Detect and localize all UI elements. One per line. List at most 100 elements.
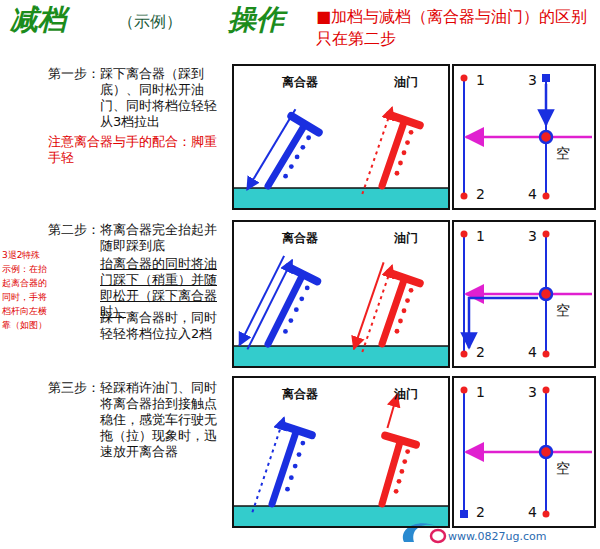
logo-mark	[431, 530, 445, 542]
gear-dot	[543, 511, 550, 518]
pedal-arm	[268, 276, 302, 344]
side-note: 3退2特殊示例：在抬起离合器的同时，手将档杆向左横靠（如图）	[2, 248, 48, 332]
gate-arrow	[466, 136, 592, 139]
pedal-label: 离合器	[282, 74, 318, 90]
gear-number: 4	[528, 344, 537, 360]
gate-slot	[463, 390, 465, 514]
motion-arrow	[354, 262, 384, 349]
neutral-point	[540, 446, 552, 458]
headline-note: ■加档与减档（离合器与油门）的区别只在第二步	[316, 6, 596, 50]
pedal-pad	[281, 425, 311, 435]
pedal-label: 油门	[394, 74, 418, 90]
motion-dot	[289, 164, 294, 169]
motion-dot	[285, 487, 290, 492]
motion-dot	[402, 150, 407, 155]
motion-dot	[405, 449, 410, 454]
shift-arrow	[469, 298, 538, 348]
pedal-panel: 离合器 油门	[232, 64, 450, 210]
pedal-pad	[390, 273, 420, 283]
motion-dot	[300, 145, 305, 150]
gear-dot	[461, 231, 468, 238]
pedal-pad	[289, 267, 318, 281]
motion-dot	[305, 286, 310, 291]
step-text: 第三步：轻踩稍许油门、同时将离合器抬到接触点稳住，感觉车行驶无拖（拉）现象时，迅…	[48, 380, 228, 460]
warning-note: 注意离合器与手的配合：脚重手轻	[48, 134, 228, 166]
gear-number: 3	[528, 228, 537, 244]
gear-panel: 1 3 2 4 空	[452, 220, 596, 368]
pedal-arm	[382, 122, 404, 186]
neutral-label: 空	[556, 460, 570, 476]
gear-number: 1	[476, 228, 485, 244]
pedal-arm	[272, 432, 296, 504]
lever-mark	[460, 510, 468, 518]
step-text: 第一步：踩下离合器（踩到底）、同时松开油门、同时将档位轻轻从3档拉出	[48, 66, 228, 130]
pedal-panel: 离合器 油门	[232, 376, 450, 528]
title-note: （示例）	[118, 12, 218, 32]
gear-number: 2	[476, 186, 485, 202]
motion-dot	[299, 296, 304, 301]
motion-dot	[397, 479, 402, 484]
gear-dot	[461, 75, 468, 82]
pedal-pad	[291, 116, 318, 132]
motion-dot	[283, 329, 288, 334]
gear-dot	[461, 193, 468, 200]
gear-number: 4	[528, 504, 537, 520]
step-text: 踩下离合器时，同时轻轻将档位拉入2档	[100, 310, 228, 342]
motion-dot	[289, 475, 294, 480]
gate-slot	[463, 78, 465, 196]
gear-dot	[543, 193, 550, 200]
motion-dot	[300, 441, 305, 446]
title-word: 操作	[228, 2, 308, 37]
neutral-point	[540, 288, 552, 300]
motion-dot	[283, 174, 288, 179]
gear-number: 1	[476, 72, 485, 88]
step-text: 第二步：将离合器完全抬起并随即踩到底	[48, 222, 228, 254]
floor-band	[234, 506, 448, 526]
gear-number: 2	[476, 504, 485, 520]
gear-number: 3	[528, 384, 537, 400]
pedal-label: 离合器	[282, 386, 318, 402]
motion-dot	[402, 308, 407, 313]
gear-dot	[543, 351, 550, 358]
gate-slot	[463, 234, 465, 354]
motion-arrow	[362, 107, 392, 194]
motion-dot	[398, 319, 403, 324]
gear-number: 1	[476, 384, 485, 400]
title-word: 减档	[10, 2, 106, 37]
neutral-point	[540, 131, 552, 143]
motion-dot	[405, 140, 410, 145]
gate-arrow	[466, 451, 592, 454]
motion-dot	[398, 161, 403, 166]
motion-arrow	[252, 417, 284, 512]
gear-dot	[461, 351, 468, 358]
neutral-label: 空	[556, 145, 570, 161]
pedal-arm	[382, 280, 404, 344]
gear-number: 4	[528, 186, 537, 202]
pedal-pad	[390, 115, 420, 125]
motion-dot	[297, 452, 302, 457]
pedal-pad	[385, 436, 416, 445]
motion-dot	[295, 155, 300, 160]
neutral-label: 空	[556, 302, 570, 318]
floor-line	[234, 505, 448, 507]
gear-number: 2	[476, 344, 485, 360]
motion-dot	[306, 135, 311, 140]
gear-panel: 1 3 2 4 空	[452, 64, 596, 210]
gear-number: 3	[528, 72, 537, 88]
pedal-label: 油门	[394, 230, 418, 246]
motion-dot	[409, 288, 414, 293]
lever-mark	[542, 74, 550, 82]
gear-dot	[543, 231, 550, 238]
watermark: www.0827ug.com	[448, 530, 594, 544]
motion-dot	[395, 171, 400, 176]
floor-band	[234, 188, 448, 208]
motion-dot	[395, 329, 400, 334]
pedal-label: 离合器	[282, 230, 318, 246]
pedal-label: 油门	[394, 386, 418, 402]
gear-dot	[543, 387, 550, 394]
motion-dot	[394, 489, 399, 494]
pedal-arm	[382, 442, 400, 504]
pedal-panel: 离合器 油门	[232, 220, 450, 368]
motion-dot	[294, 307, 299, 312]
shift-arrow	[545, 84, 548, 125]
